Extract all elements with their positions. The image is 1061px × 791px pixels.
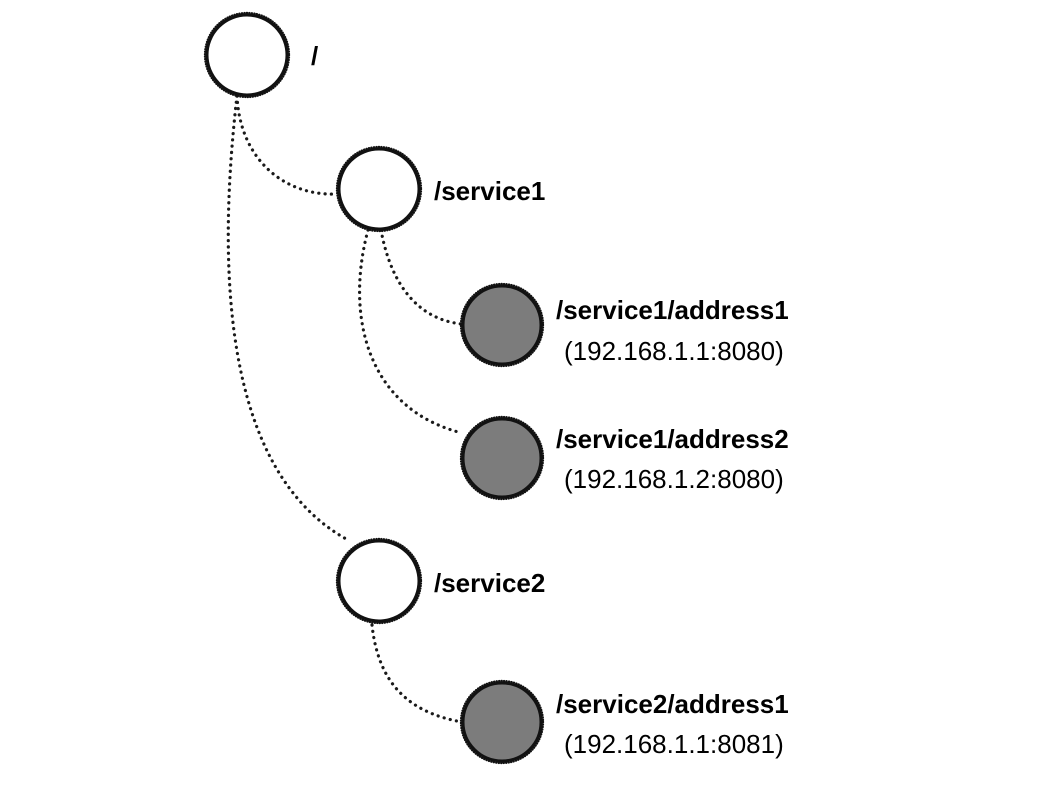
node-service2: [335, 537, 423, 625]
edge-root-service2: [226, 94, 350, 542]
service1-address2-ip: (192.168.1.2:8080): [564, 464, 784, 494]
service2-address1-ip: (192.168.1.1:8081): [564, 729, 784, 759]
edge-service1-address1: [379, 228, 464, 326]
node-root: [203, 11, 291, 99]
node-service1-address2: [459, 415, 545, 501]
service1-label: /service1: [434, 176, 545, 206]
node-service2-address1: [459, 679, 545, 765]
service1-address1-label: /service1/address1: [556, 295, 789, 325]
service2-label: /service2: [434, 568, 545, 598]
service1-address2-label: /service1/address2: [556, 424, 789, 454]
nodes: [203, 11, 545, 765]
edges: [226, 94, 464, 724]
edge-root-service1: [235, 94, 338, 196]
node-service1-address1: [459, 282, 545, 368]
edge-service2-address1: [370, 623, 464, 724]
service2-address1-label: /service2/address1: [556, 689, 789, 719]
service1-address1-ip: (192.168.1.1:8080): [564, 336, 784, 366]
labels: / /service1 /service1/address1 (192.168.…: [311, 41, 789, 759]
edge-service1-address2: [357, 228, 464, 435]
node-service1: [335, 145, 423, 233]
root-label: /: [311, 41, 318, 71]
